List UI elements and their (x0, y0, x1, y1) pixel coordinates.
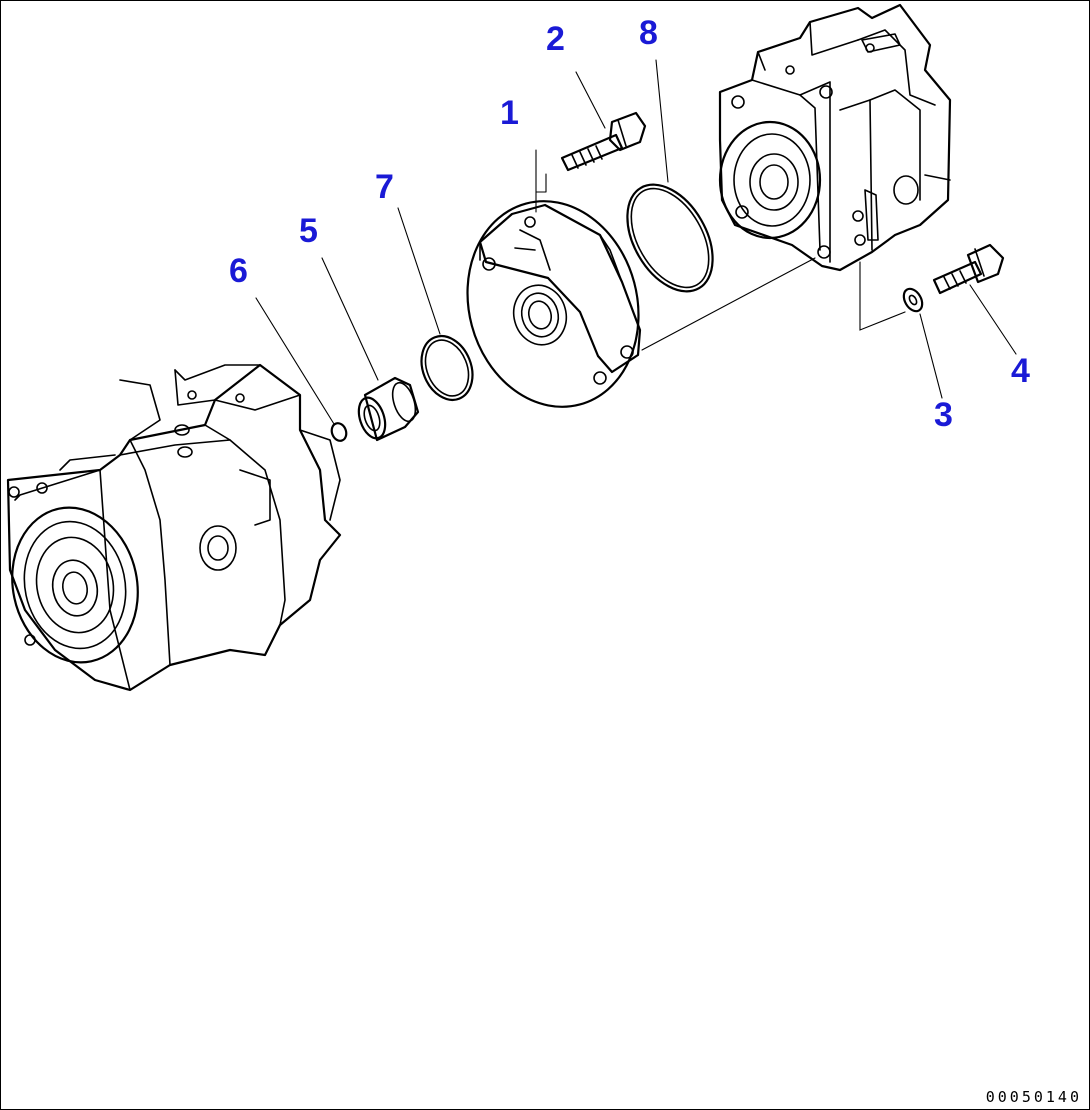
callout-7: 7 (375, 168, 394, 206)
callout-2: 2 (546, 20, 565, 58)
leader-1-tab (535, 173, 547, 193)
callout-1: 1 (500, 94, 519, 132)
drawing-number: 00050140 (985, 1088, 1082, 1106)
leader-6 (255, 297, 335, 425)
leader-3 (919, 313, 943, 399)
centerline (641, 257, 816, 351)
right-pump-assembly (718, 3, 952, 272)
callout-3: 3 (934, 396, 953, 434)
leader-5 (321, 257, 379, 381)
part-2-bolt (560, 111, 647, 172)
leader-4 (969, 284, 1017, 355)
left-pump-assembly (6, 363, 342, 692)
part-7-o-ring (420, 335, 474, 401)
callout-6: 6 (229, 252, 248, 290)
part-3-washer (902, 287, 924, 313)
part-8-large-o-ring (626, 183, 714, 293)
callout-8: 8 (639, 14, 658, 52)
mounting-line (859, 261, 906, 331)
part-6-snap-ring (330, 422, 348, 442)
leader-8 (655, 59, 669, 183)
leader-7 (397, 207, 441, 335)
part-5-coupling (357, 376, 420, 442)
part-1-adapter-housing (466, 200, 642, 408)
callout-4: 4 (1011, 352, 1030, 390)
callout-5: 5 (299, 212, 318, 250)
leader-2 (575, 71, 606, 129)
part-4-bolt (932, 243, 1005, 295)
